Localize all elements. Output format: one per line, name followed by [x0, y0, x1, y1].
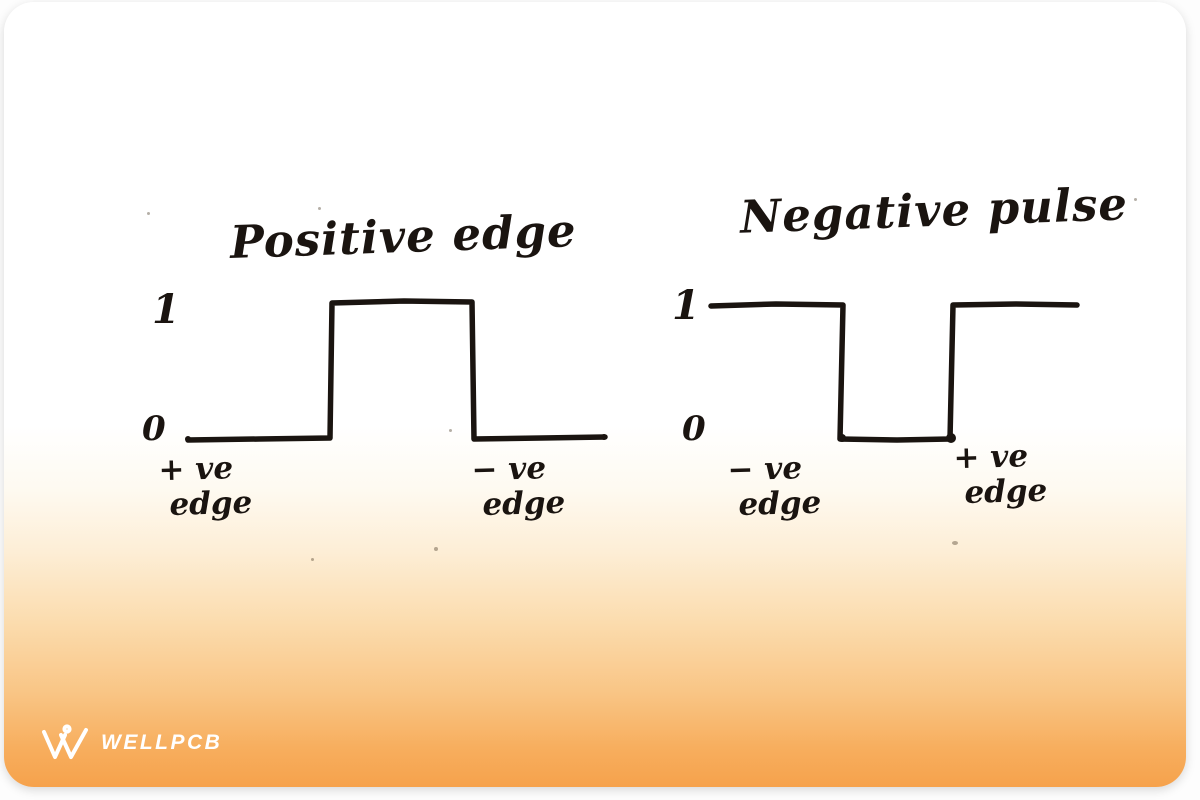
- positive-pulse-high-label: 1: [152, 286, 180, 333]
- scan-speck: [318, 207, 321, 210]
- negative-pulse-trace: [708, 301, 1080, 443]
- negative-pulse-rising-edge-label: + ve edge: [953, 438, 1048, 511]
- edge-label-word: edge: [963, 472, 1048, 511]
- positive-pulse-low-label: 0: [142, 409, 166, 449]
- scan-speck: [449, 429, 452, 432]
- wellpcb-logo-text: WELLPCB: [101, 731, 223, 754]
- wellpcb-w-icon: [42, 724, 88, 759]
- edge-label-word: edge: [481, 484, 566, 523]
- scan-speck: [311, 558, 314, 561]
- ink-blob: [601, 434, 607, 440]
- scan-speck: [147, 212, 150, 215]
- ink-blob: [185, 436, 191, 442]
- positive-pulse-rising-edge-label: + ve edge: [158, 450, 253, 523]
- positive-pulse-title: Positive edge: [229, 203, 578, 270]
- edge-label-word: edge: [737, 484, 822, 523]
- negative-pulse-title: Negative pulse: [739, 177, 1129, 244]
- scan-speck: [952, 541, 958, 545]
- positive-pulse-falling-edge-label: − ve edge: [471, 450, 566, 523]
- edge-label-word: edge: [168, 484, 253, 523]
- negative-pulse-falling-edge-label: − ve edge: [727, 450, 822, 523]
- edge-label-sign: + ve: [953, 438, 1029, 477]
- positive-pulse-trace: [185, 298, 608, 443]
- edge-label-sign: − ve: [727, 450, 803, 489]
- waveform-traces: [185, 298, 1080, 443]
- canvas-card: Positive edge 1 0 + ve edge − ve edge Ne…: [4, 2, 1186, 787]
- edge-label-sign: − ve: [471, 450, 547, 489]
- scan-speck: [1134, 198, 1137, 201]
- edge-label-sign: + ve: [158, 450, 234, 489]
- wellpcb-logo: WELLPCB: [40, 722, 222, 764]
- negative-pulse-high-label: 1: [672, 282, 700, 329]
- negative-pulse-low-label: 0: [682, 409, 706, 449]
- ink-blob: [838, 434, 846, 442]
- scan-speck: [434, 547, 438, 551]
